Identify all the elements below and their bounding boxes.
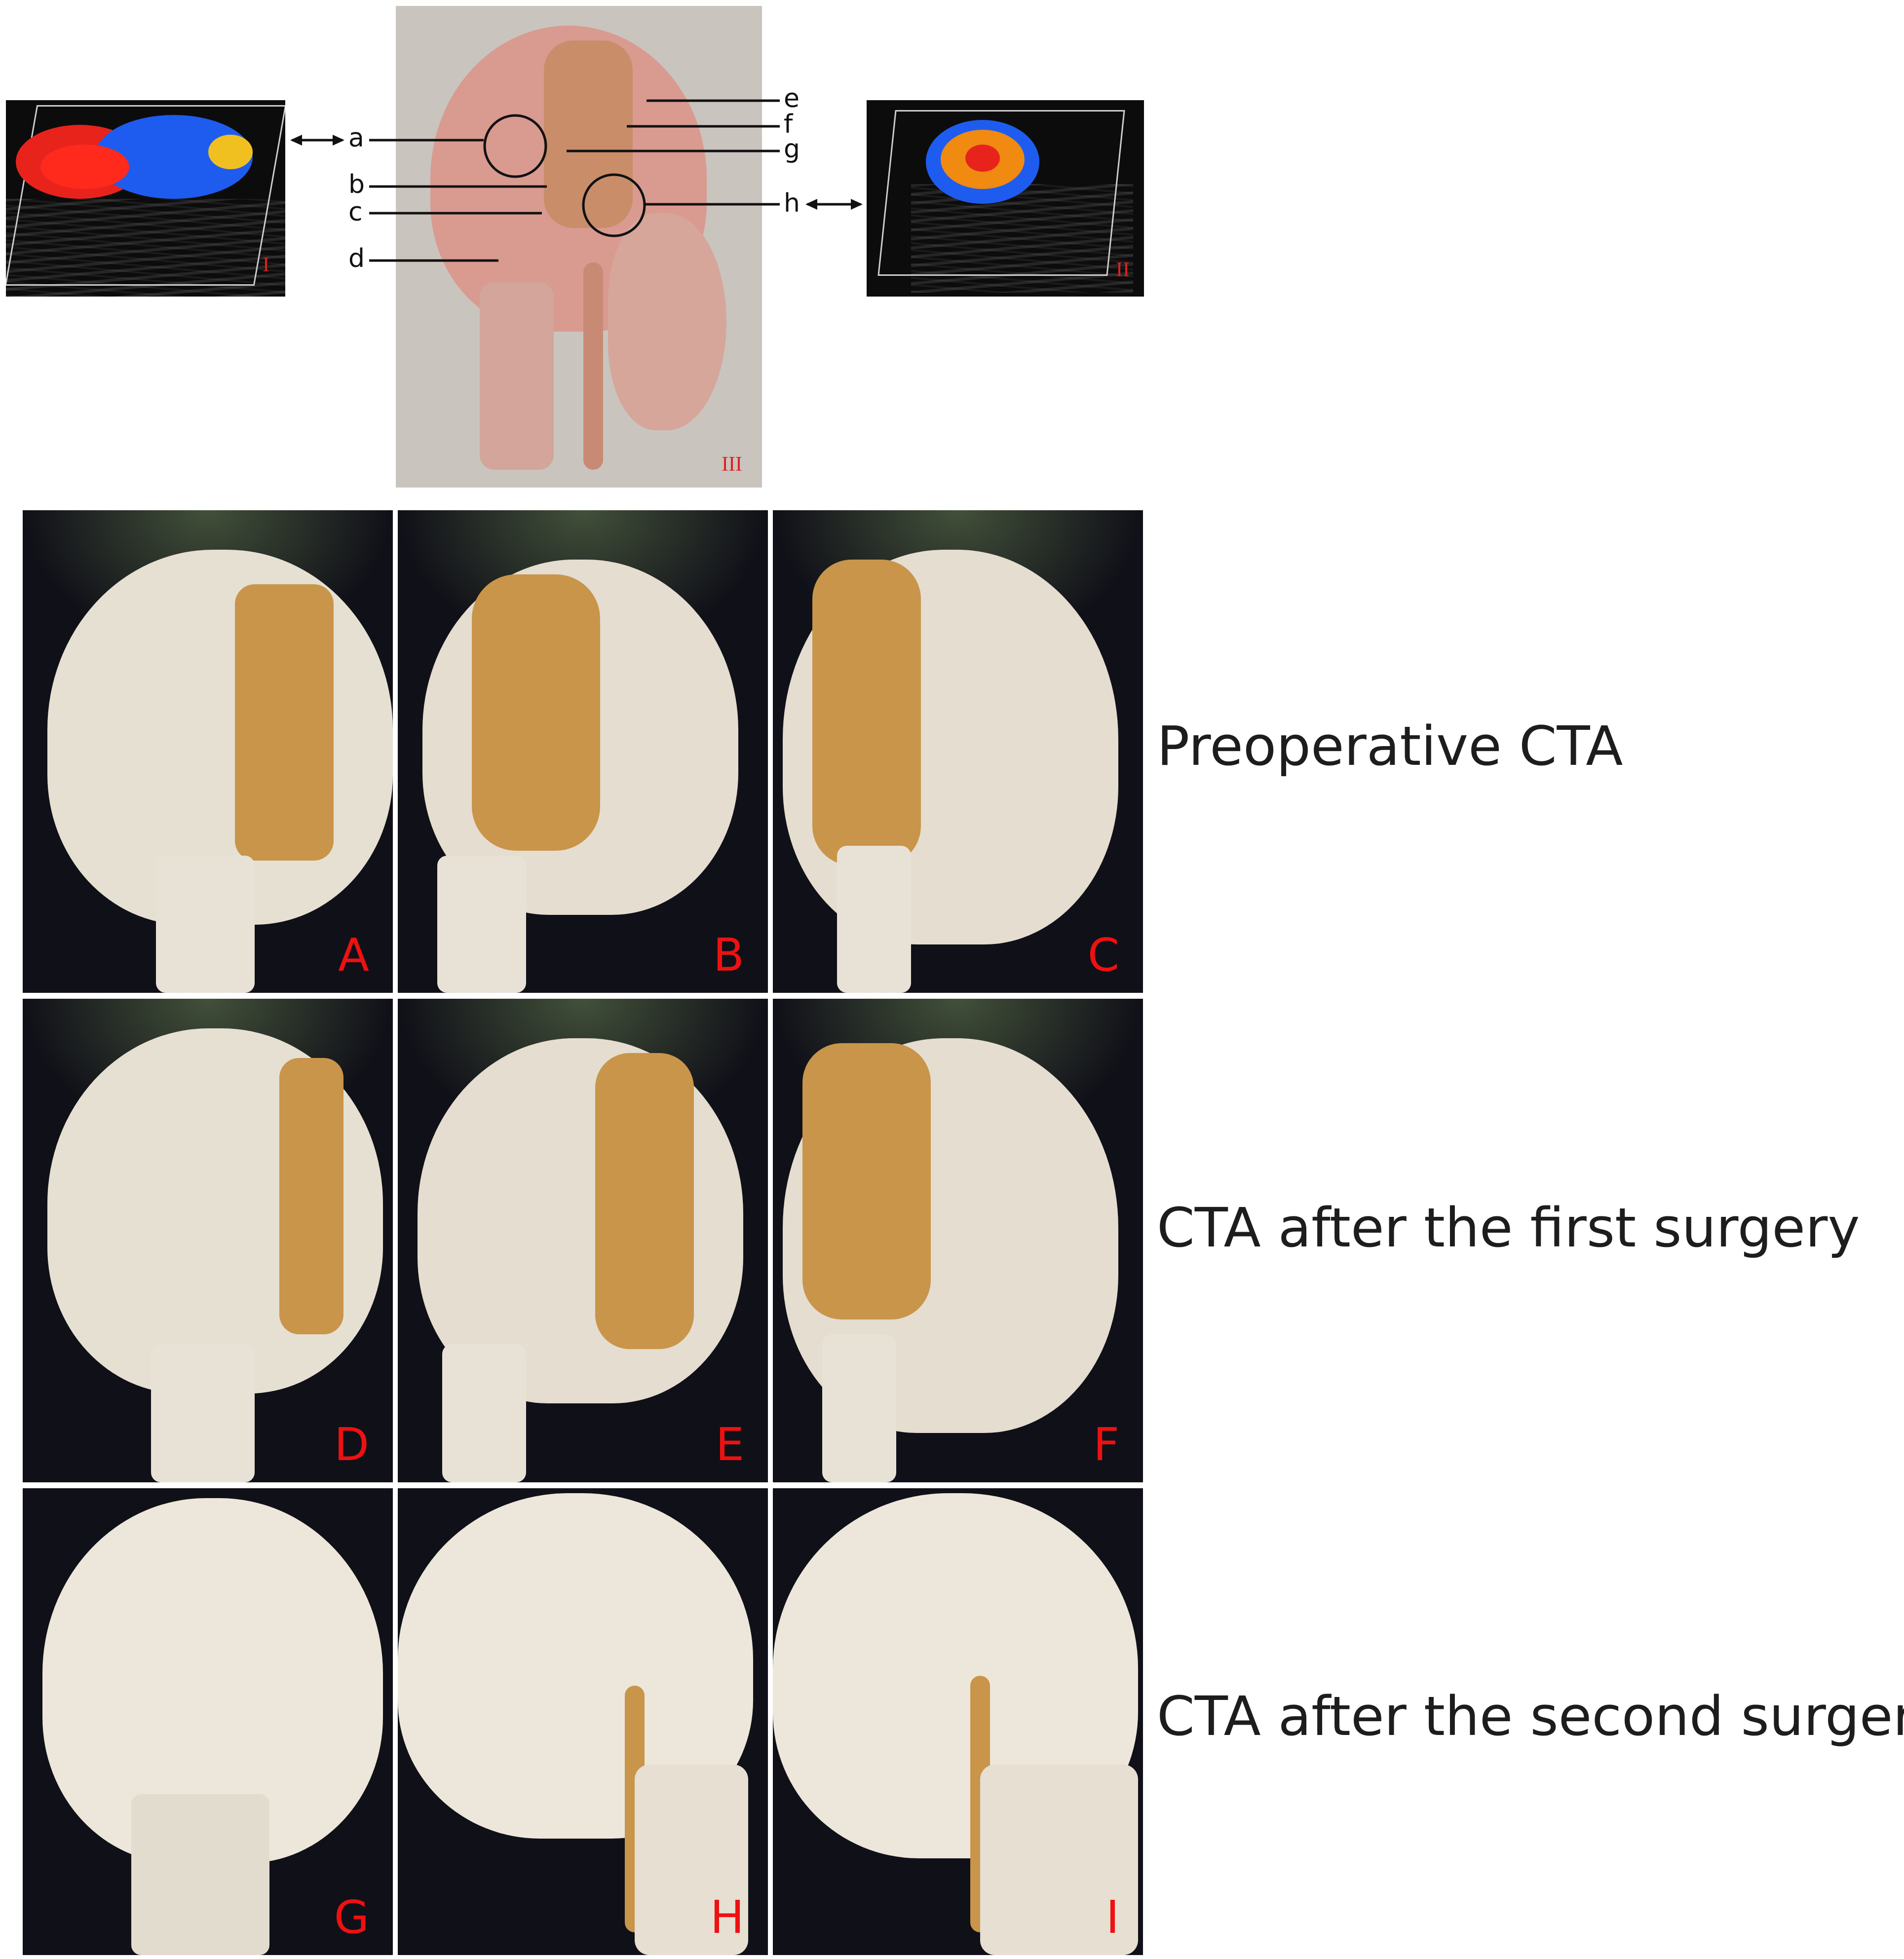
- annotation-e: e: [784, 84, 800, 113]
- vessel-cluster: [279, 1058, 343, 1334]
- panel-label-i: I: [1105, 1891, 1119, 1944]
- carotid-vessel: [583, 263, 603, 470]
- arrowhead: [805, 199, 817, 210]
- cervical-spine: [442, 1344, 526, 1482]
- cta-panel-f: F: [773, 999, 1143, 1482]
- doppler-red-core: [965, 145, 1000, 172]
- panel-label-b: B: [713, 929, 744, 981]
- cta-panel-i: I: [773, 1488, 1143, 1955]
- arrowhead: [333, 135, 344, 146]
- panel-i-label: I: [263, 254, 269, 276]
- ultrasound-panel-i: I: [6, 100, 285, 297]
- annotation-d: d: [348, 244, 365, 273]
- vessel-cluster: [812, 560, 921, 866]
- cervical-spine: [156, 856, 255, 993]
- cta-panel-h: H: [398, 1488, 768, 1955]
- annotation-g: g: [784, 134, 800, 164]
- annotation-c: c: [348, 197, 363, 227]
- tissue-texture: [911, 184, 1133, 293]
- cta-panel-g: G: [23, 1488, 393, 1955]
- arrowhead: [290, 135, 302, 146]
- cervical-spine: [131, 1794, 269, 1955]
- panel-label-e: E: [715, 1418, 744, 1471]
- cervical-spine: [151, 1344, 255, 1482]
- row-caption-preoperative: Preoperative CTA: [1157, 715, 1623, 778]
- head-render-panel-iii: III: [396, 6, 762, 488]
- cta-panel-b: B: [398, 510, 768, 993]
- panel-label-a: A: [338, 929, 369, 981]
- panel-label-c: C: [1087, 929, 1119, 981]
- cervical-spine: [837, 846, 911, 993]
- vessel-cluster: [595, 1053, 694, 1349]
- vessel-cluster: [472, 574, 600, 851]
- face-surface: [608, 213, 726, 430]
- vessel-cluster: [802, 1043, 931, 1319]
- cta-panel-a: A: [23, 510, 393, 993]
- circle-a: [483, 114, 547, 178]
- cta-panel-d: D: [23, 999, 393, 1482]
- ultrasound-panel-ii: II: [867, 100, 1144, 297]
- tissue-texture: [6, 199, 285, 297]
- panel-ii-label: II: [1116, 259, 1130, 281]
- cervical-spine: [437, 856, 526, 993]
- cervical-spine: [822, 1334, 896, 1482]
- panel-label-d: D: [334, 1418, 369, 1471]
- arrowhead: [851, 199, 863, 210]
- doppler-yellow-flow: [208, 135, 253, 169]
- dilated-vessel-cluster: [544, 40, 633, 228]
- annotation-b: b: [348, 170, 365, 199]
- cta-panel-c: C: [773, 510, 1143, 993]
- vessel-cluster: [235, 584, 334, 861]
- cta-panel-e: E: [398, 999, 768, 1482]
- annotation-f: f: [784, 110, 793, 139]
- mandible: [980, 1765, 1138, 1955]
- panel-label-f: F: [1093, 1418, 1119, 1471]
- annotation-h: h: [784, 188, 800, 218]
- annotation-a: a: [348, 123, 364, 153]
- row-caption-first-surgery: CTA after the first surgery: [1157, 1196, 1860, 1259]
- circle-h: [582, 173, 646, 237]
- panel-label-g: G: [334, 1891, 369, 1944]
- doppler-red-core: [40, 145, 129, 189]
- row-caption-second-surgery: CTA after the second surgery: [1157, 1685, 1904, 1748]
- panel-iii-label: III: [722, 453, 742, 476]
- mandible: [635, 1765, 748, 1955]
- panel-label-h: H: [710, 1891, 744, 1944]
- cervical-spine: [480, 282, 554, 470]
